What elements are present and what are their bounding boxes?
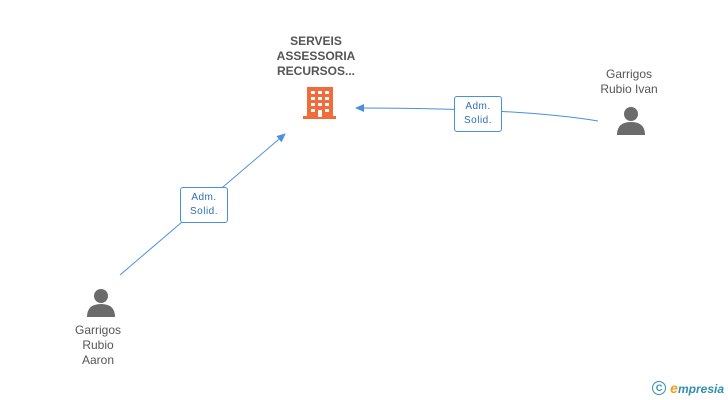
company-name[interactable]: SERVEIS ASSESSORIA RECURSOS... xyxy=(276,34,356,78)
edge-label-role: Adm. xyxy=(465,101,491,112)
brand-logo: empresia xyxy=(670,380,724,396)
person-name-ivan[interactable]: Garrigos Rubio Ivan xyxy=(600,67,658,96)
person-name-aaron[interactable]: Garrigos Rubio Aaron xyxy=(74,323,121,367)
empresia-watermark: C empresia xyxy=(652,380,724,396)
edge-label-role: Adm. xyxy=(191,192,217,203)
person-icon-aaron[interactable] xyxy=(87,289,115,317)
building-icon[interactable] xyxy=(303,87,336,119)
edge-label-ivan: Adm. Solid. xyxy=(454,96,502,132)
edge-label-aaron: Adm. Solid. xyxy=(180,187,228,223)
person-icon-ivan[interactable] xyxy=(617,107,645,135)
edge-label-type: Solid. xyxy=(189,206,218,217)
copyright-icon: C xyxy=(652,381,667,395)
edge-label-type: Solid. xyxy=(463,115,492,126)
